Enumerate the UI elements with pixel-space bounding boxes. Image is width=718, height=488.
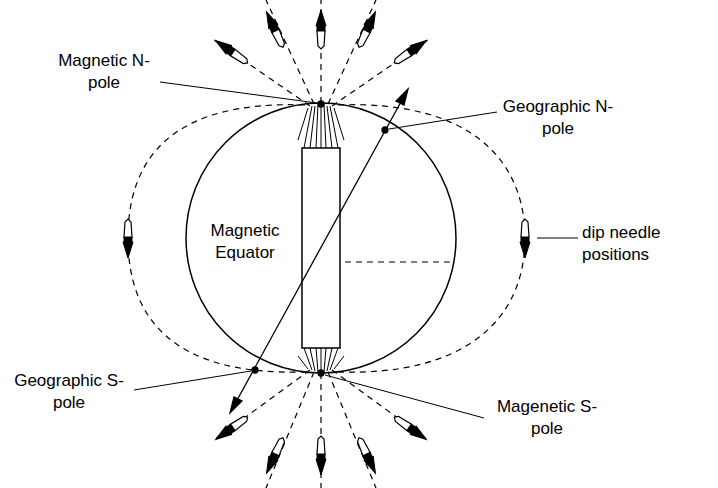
dip-needles [123, 10, 530, 475]
field-lines [128, 0, 525, 488]
label-text: Magenetic S-pole [486, 396, 608, 440]
pole-field-fan [298, 104, 344, 372]
label-text: Magnetic N-pole [48, 50, 160, 94]
label-text: Geographic N-pole [497, 96, 619, 140]
label-text: Magnetic Equator [192, 220, 298, 264]
earth-outline [186, 103, 456, 373]
leader-lines [134, 82, 578, 418]
label-text: Geographic S-pole [4, 370, 134, 414]
label-text: dip needle positions [582, 222, 712, 266]
